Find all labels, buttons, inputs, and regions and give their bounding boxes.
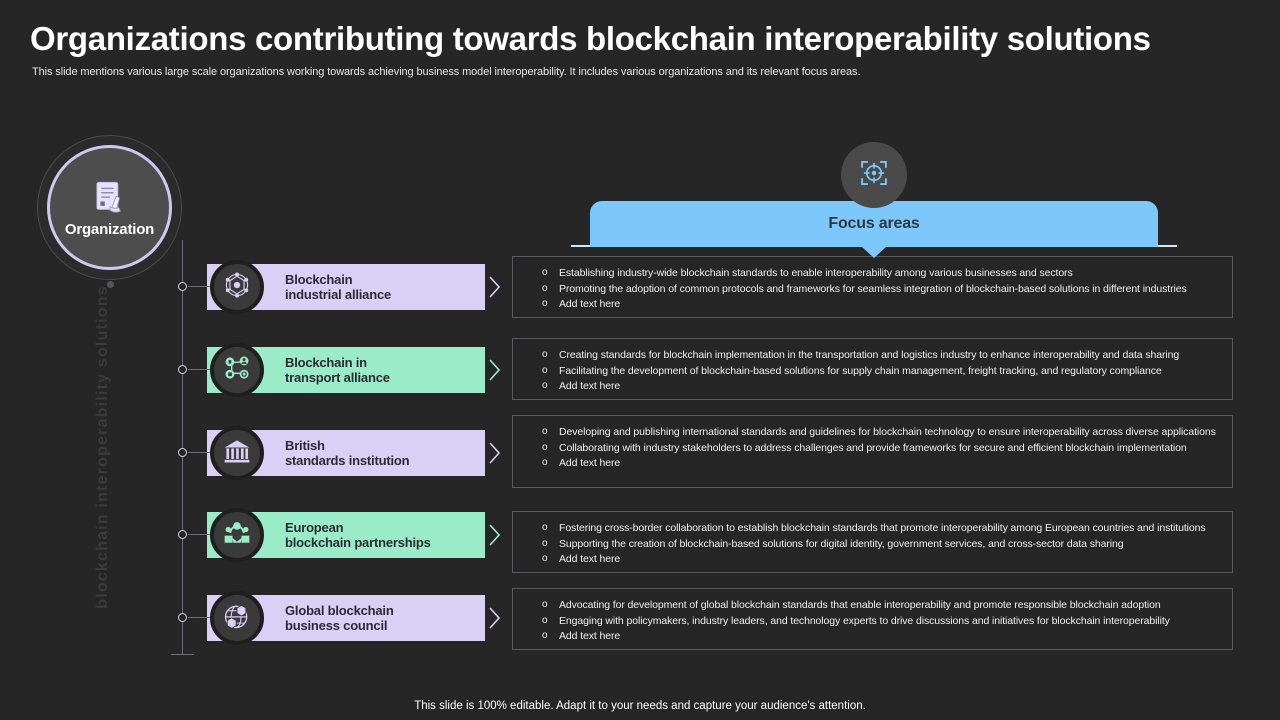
focus-area-list: Advocating for development of global blo… xyxy=(513,589,1232,654)
timeline-node-connector xyxy=(188,452,210,453)
focus-area-bullet: Promoting the adoption of common protoco… xyxy=(523,282,1222,297)
focus-area-bullet: Advocating for development of global blo… xyxy=(523,598,1222,613)
organization-name-line1: Blockchain xyxy=(285,272,353,287)
focus-area-bullet: Creating standards for blockchain implem… xyxy=(523,348,1222,363)
page-title: Organizations contributing towards block… xyxy=(30,20,1151,57)
focus-area-bullet: Engaging with policymakers, industry lea… xyxy=(523,614,1222,629)
organization-icon-badge xyxy=(210,508,264,562)
organization-name-line2: standards institution xyxy=(285,453,410,468)
organization-anchor-dot xyxy=(107,281,114,288)
organization-icon-badge xyxy=(210,591,264,645)
timeline-node-dot xyxy=(178,530,187,539)
timeline-node-dot xyxy=(178,365,187,374)
target-crosshair-icon xyxy=(857,156,891,195)
focus-area-bullet: Collaborating with industry stakeholders… xyxy=(523,441,1222,456)
footer-note: This slide is 100% editable. Adapt it to… xyxy=(414,700,866,712)
timeline-node-connector xyxy=(188,369,210,370)
organization-name-line2: blockchain partnerships xyxy=(285,535,431,550)
timeline-node-connector xyxy=(188,534,210,535)
transport-nodes-icon xyxy=(222,353,252,388)
focus-areas-notch xyxy=(862,245,886,258)
focus-area-box: Advocating for development of global blo… xyxy=(512,588,1233,650)
organization-name-line1: European xyxy=(285,520,344,535)
timeline-node-dot xyxy=(178,448,187,457)
organization-badge[interactable]: Organization xyxy=(47,145,172,270)
chevron-right-icon xyxy=(489,442,501,464)
organization-name: Blockchain industrial alliance xyxy=(285,272,391,302)
focus-area-bullet: Fostering cross-border collaboration to … xyxy=(523,521,1222,536)
organization-name-line1: Global blockchain xyxy=(285,603,394,618)
focus-area-bullet: Developing and publishing international … xyxy=(523,425,1222,440)
organization-name-line2: business council xyxy=(285,618,388,633)
focus-area-box: Establishing industry-wide blockchain st… xyxy=(512,256,1233,318)
organization-name-line2: transport alliance xyxy=(285,370,390,385)
blockchain-network-icon xyxy=(222,270,252,305)
globe-blocks-icon xyxy=(222,601,252,636)
organization-name: European blockchain partnerships xyxy=(285,520,431,550)
focus-areas-title: Focus areas xyxy=(828,215,920,232)
organization-name: British standards institution xyxy=(285,438,410,468)
timeline-node-connector xyxy=(188,286,210,287)
organization-name: Global blockchain business council xyxy=(285,603,394,633)
organization-name-line1: British xyxy=(285,438,325,453)
organization-label: Organization xyxy=(64,221,155,238)
chevron-right-icon xyxy=(489,524,501,546)
focus-area-box: Developing and publishing international … xyxy=(512,415,1233,488)
organization-name: Blockchain in transport alliance xyxy=(285,355,390,385)
timeline-node-dot xyxy=(178,282,187,291)
focus-area-box: Creating standards for blockchain implem… xyxy=(512,338,1233,400)
focus-area-list: Fostering cross-border collaboration to … xyxy=(513,512,1232,577)
timeline-node-dot xyxy=(178,613,187,622)
institution-building-icon xyxy=(222,436,252,471)
organization-name-line2: industrial alliance xyxy=(285,287,392,302)
focus-area-bullet: Add text here xyxy=(523,379,1222,394)
chevron-right-icon xyxy=(489,359,501,381)
focus-area-bullet: Facilitating the development of blockcha… xyxy=(523,364,1222,379)
focus-area-bullet: Add text here xyxy=(523,456,1222,471)
timeline-node-connector xyxy=(188,617,210,618)
partnership-handshake-icon xyxy=(222,518,252,553)
chevron-right-icon xyxy=(489,276,501,298)
focus-area-box: Fostering cross-border collaboration to … xyxy=(512,511,1233,573)
timeline-vertical-line xyxy=(182,240,183,655)
organization-icon-badge xyxy=(210,260,264,314)
focus-area-bullet: Add text here xyxy=(523,552,1222,567)
page-subtitle: This slide mentions various large scale … xyxy=(32,66,861,78)
focus-area-list: Developing and publishing international … xyxy=(513,416,1232,481)
focus-area-list: Creating standards for blockchain implem… xyxy=(513,339,1232,404)
focus-area-bullet: Establishing industry-wide blockchain st… xyxy=(523,266,1222,281)
checklist-hand-icon xyxy=(89,177,131,219)
focus-area-bullet: Add text here xyxy=(523,629,1222,644)
vertical-side-label: blockchain interoperability solutions xyxy=(94,285,111,609)
organization-icon-badge xyxy=(210,343,264,397)
focus-areas-icon-circle xyxy=(841,142,907,208)
focus-area-bullet: Supporting the creation of blockchain-ba… xyxy=(523,537,1222,552)
chevron-right-icon xyxy=(489,607,501,629)
focus-areas-banner: Focus areas xyxy=(590,201,1158,247)
focus-area-bullet: Add text here xyxy=(523,297,1222,312)
organization-name-line1: Blockchain in xyxy=(285,355,367,370)
focus-area-list: Establishing industry-wide blockchain st… xyxy=(513,257,1232,322)
timeline-foot-tick xyxy=(171,654,194,655)
organization-icon-badge xyxy=(210,426,264,480)
